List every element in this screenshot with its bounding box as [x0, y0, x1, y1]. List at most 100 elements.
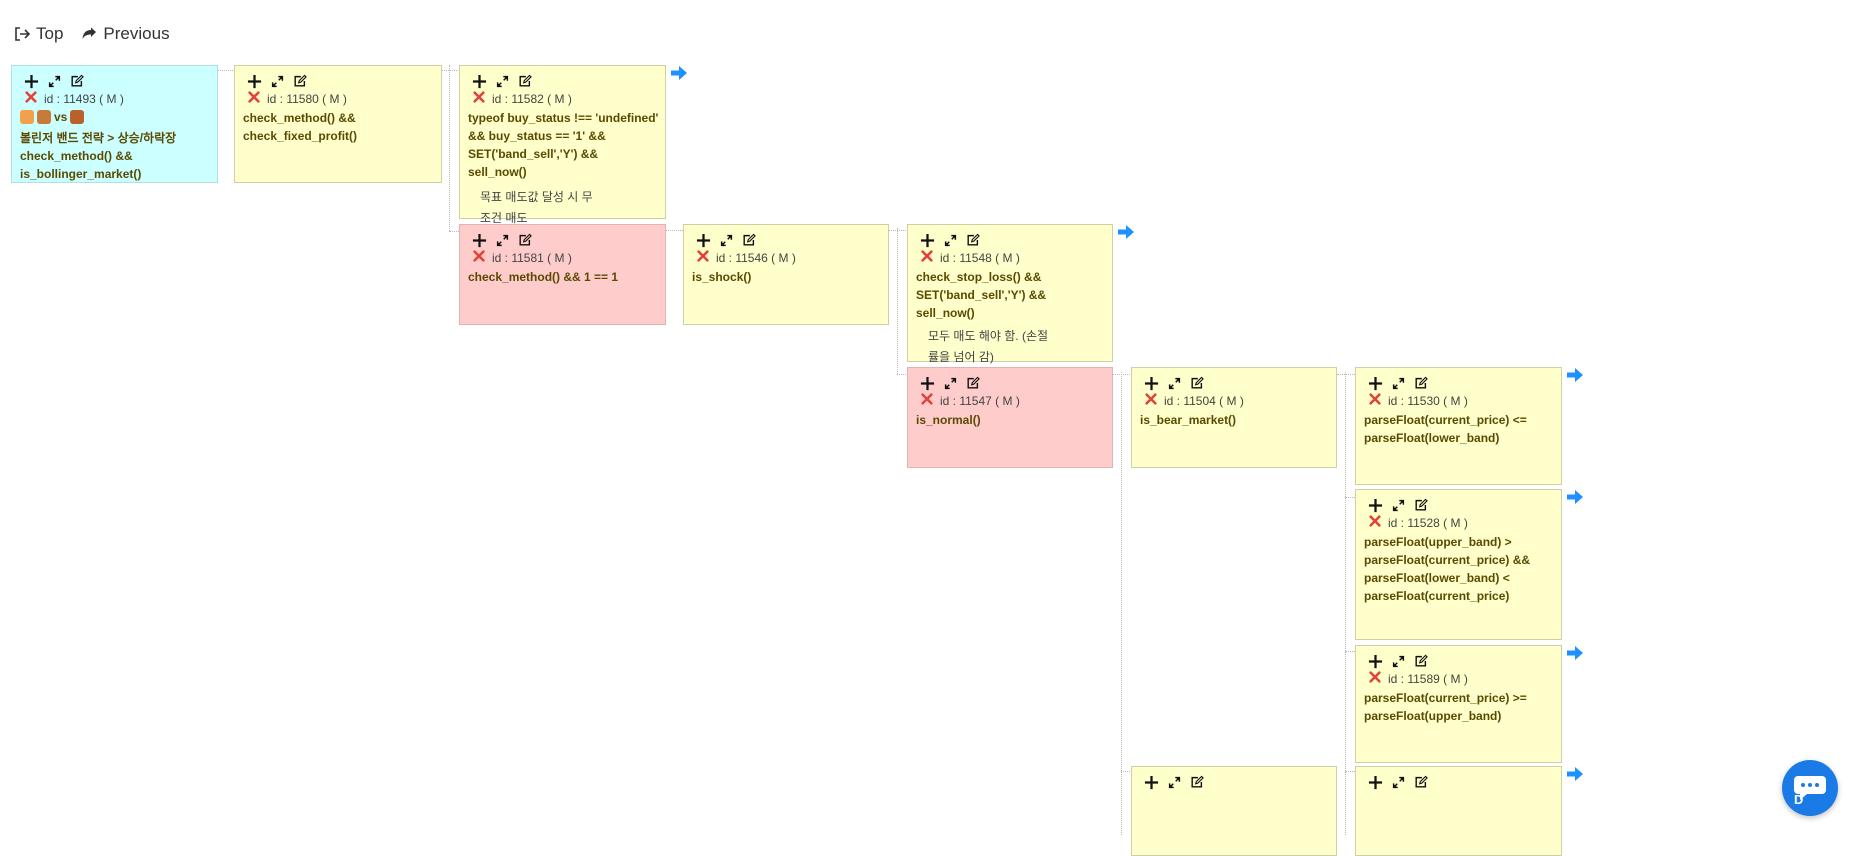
node-condition: parseFloat(current_price) >= parseFloat(…: [1364, 691, 1527, 723]
share-arrow-icon: [81, 26, 97, 42]
plus-icon[interactable]: [1144, 376, 1159, 391]
node-title: vs 볼린저 밴드 전략 > 상승/하락장: [20, 108, 211, 147]
tree-node-11504[interactable]: id : 11504 ( M ) is_bear_market(): [1131, 367, 1337, 468]
expand-icon[interactable]: [271, 75, 284, 88]
delete-icon[interactable]: [1144, 392, 1158, 411]
edit-icon[interactable]: [518, 233, 532, 247]
node-toolbar: [24, 72, 211, 90]
chat-button[interactable]: D: [1782, 760, 1838, 816]
arrow-right-icon[interactable]: [670, 65, 688, 86]
node-toolbar: [472, 231, 659, 249]
expand-icon[interactable]: [1392, 377, 1405, 390]
tree-node-11528[interactable]: id : 11528 ( M ) parseFloat(upper_band) …: [1355, 489, 1562, 640]
plus-icon[interactable]: [247, 74, 262, 89]
expand-icon[interactable]: [720, 234, 733, 247]
edit-icon[interactable]: [518, 74, 532, 88]
arrow-right-icon[interactable]: [1566, 645, 1584, 666]
plus-icon[interactable]: [1368, 775, 1383, 790]
arrow-right-icon[interactable]: [1566, 367, 1584, 388]
expand-icon[interactable]: [1392, 776, 1405, 789]
tree-node-11582[interactable]: id : 11582 ( M ) typeof buy_status !== '…: [459, 65, 666, 225]
expand-icon[interactable]: [944, 377, 957, 390]
expand-icon[interactable]: [1392, 655, 1405, 668]
delete-icon[interactable]: [1368, 514, 1382, 533]
node-id: id : 11548 ( M ): [940, 251, 1020, 265]
top-link[interactable]: Top: [14, 24, 63, 44]
tree-node-partial[interactable]: [1131, 766, 1337, 856]
edit-icon[interactable]: [70, 74, 84, 88]
edit-icon[interactable]: [742, 233, 756, 247]
edit-icon[interactable]: [1414, 376, 1428, 390]
connector: [1345, 372, 1346, 835]
plus-icon[interactable]: [920, 233, 935, 248]
edit-icon[interactable]: [293, 74, 307, 88]
delete-icon[interactable]: [247, 90, 261, 109]
delete-icon[interactable]: [1368, 392, 1382, 411]
expand-icon[interactable]: [1392, 499, 1405, 512]
plus-icon[interactable]: [24, 74, 39, 89]
node-toolbar: [1144, 374, 1330, 392]
edit-icon[interactable]: [966, 233, 980, 247]
arrow-right-icon[interactable]: [1566, 766, 1584, 787]
delete-icon[interactable]: [472, 249, 486, 268]
node-toolbar: [1368, 496, 1555, 514]
edit-icon[interactable]: [1190, 376, 1204, 390]
plus-icon[interactable]: [1368, 654, 1383, 669]
plus-icon[interactable]: [472, 74, 487, 89]
delete-icon[interactable]: [920, 392, 934, 411]
expand-icon[interactable]: [1168, 776, 1181, 789]
tree-node-11580[interactable]: id : 11580 ( M ) check_method() && check…: [234, 65, 442, 183]
top-navigation: Top Previous: [14, 24, 170, 44]
node-toolbar: [1144, 773, 1330, 791]
expand-icon[interactable]: [496, 75, 509, 88]
expand-icon[interactable]: [496, 234, 509, 247]
tree-node-11546[interactable]: id : 11546 ( M ) is_shock(): [683, 224, 889, 325]
delete-icon[interactable]: [696, 249, 710, 268]
node-toolbar: [247, 72, 435, 90]
house-emoji-icon: [20, 110, 34, 124]
tree-node-11493[interactable]: id : 11493 ( M ) vs 볼린저 밴드 전략 > 상승/하락장 c…: [11, 65, 218, 183]
arrow-right-icon[interactable]: [1566, 489, 1584, 510]
plus-icon[interactable]: [472, 233, 487, 248]
delete-icon[interactable]: [472, 90, 486, 109]
previous-link[interactable]: Previous: [81, 24, 170, 44]
edit-icon[interactable]: [1414, 654, 1428, 668]
tree-node-11581[interactable]: id : 11581 ( M ) check_method() && 1 == …: [459, 224, 666, 325]
node-condition: check_method() && 1 == 1: [468, 270, 619, 284]
tree-node-partial[interactable]: [1355, 766, 1562, 856]
plus-icon[interactable]: [1144, 775, 1159, 790]
connector: [218, 70, 233, 71]
delete-icon[interactable]: [920, 249, 934, 268]
tree-node-11530[interactable]: id : 11530 ( M ) parseFloat(current_pric…: [1355, 367, 1562, 485]
node-id: id : 11581 ( M ): [492, 251, 572, 265]
plus-icon[interactable]: [696, 233, 711, 248]
edit-icon[interactable]: [966, 376, 980, 390]
plus-icon[interactable]: [1368, 376, 1383, 391]
edit-icon[interactable]: [1190, 775, 1204, 789]
connector: [1337, 374, 1355, 375]
node-toolbar: [1368, 652, 1555, 670]
delete-icon[interactable]: [24, 90, 38, 109]
edit-icon[interactable]: [1414, 498, 1428, 512]
node-condition: parseFloat(upper_band) > parseFloat(curr…: [1364, 535, 1531, 603]
expand-icon[interactable]: [48, 75, 61, 88]
node-id: id : 11493 ( M ): [44, 92, 124, 106]
arrow-right-icon[interactable]: [1117, 224, 1135, 245]
plus-icon[interactable]: [920, 376, 935, 391]
expand-icon[interactable]: [1168, 377, 1181, 390]
node-toolbar: [472, 72, 659, 90]
node-toolbar: [1368, 374, 1555, 392]
node-id: id : 11546 ( M ): [716, 251, 796, 265]
tree-node-11548[interactable]: id : 11548 ( M ) check_stop_loss() && SE…: [907, 224, 1113, 364]
tree-node-11589[interactable]: id : 11589 ( M ) parseFloat(current_pric…: [1355, 645, 1562, 763]
plus-icon[interactable]: [1368, 498, 1383, 513]
node-description: 모두 매도 해야 함. (손절 률을 넘어 감): [928, 329, 1049, 364]
edit-icon[interactable]: [1414, 775, 1428, 789]
node-condition: is_shock(): [692, 270, 752, 284]
tree-node-11547[interactable]: id : 11547 ( M ) is_normal(): [907, 367, 1113, 468]
delete-icon[interactable]: [1368, 670, 1382, 689]
node-toolbar: [920, 231, 1106, 249]
expand-icon[interactable]: [944, 234, 957, 247]
node-id: id : 11530 ( M ): [1388, 394, 1468, 408]
node-id: id : 11589 ( M ): [1388, 672, 1468, 686]
